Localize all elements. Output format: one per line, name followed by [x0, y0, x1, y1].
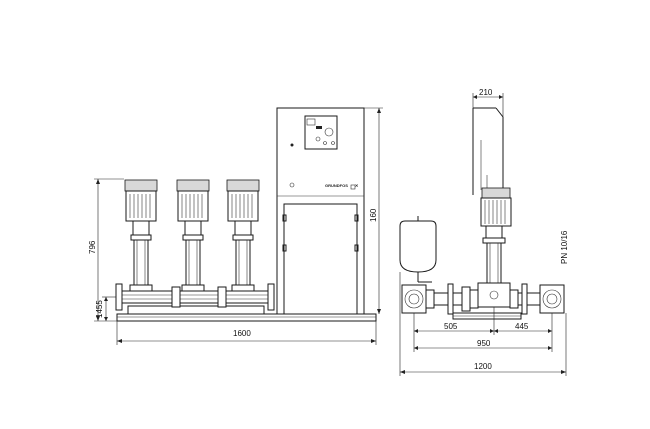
- dim-210: 210: [479, 88, 493, 97]
- pressure-rating-label: PN 10/16: [560, 230, 569, 264]
- base-frame: [116, 305, 377, 322]
- pump-1-motor-top: [124, 179, 158, 192]
- pump-2: [176, 179, 210, 292]
- dim-160: 160: [369, 208, 378, 222]
- pump-3-motor-top: [226, 179, 260, 192]
- manifold-pipe: [115, 283, 275, 311]
- dim-950: 950: [477, 339, 491, 348]
- side-cabinet: [472, 107, 504, 195]
- front-dimensions: 796 1455 1600 160: [88, 107, 383, 345]
- dim-445: 445: [515, 322, 529, 331]
- pump-1: [124, 179, 158, 292]
- pump-3: [226, 179, 260, 292]
- dim-1600: 1600: [233, 329, 251, 338]
- side-view: 210 PN 10/16 505 445 950: [399, 88, 569, 376]
- cabinet-lock-icon: [289, 182, 295, 188]
- side-dimensions: 210 PN 10/16 505 445 950: [399, 88, 569, 376]
- control-cabinet: GRUNDFOS ✕: [276, 107, 365, 315]
- side-pipework: [401, 283, 565, 320]
- brand-logo: GRUNDFOS: [325, 183, 348, 188]
- dim-1200: 1200: [474, 362, 492, 371]
- brand-logo-mark: ✕: [355, 183, 358, 188]
- power-indicator-icon: [290, 143, 294, 147]
- dim-505: 505: [444, 322, 458, 331]
- pressure-tank: [399, 216, 437, 283]
- dim-796: 796: [88, 240, 97, 254]
- dim-1455: 1455: [95, 300, 104, 318]
- pump-2-motor-top: [176, 179, 210, 192]
- side-pump: [477, 187, 512, 308]
- front-view: GRUNDFOS ✕ 796 1455 1600: [88, 107, 383, 345]
